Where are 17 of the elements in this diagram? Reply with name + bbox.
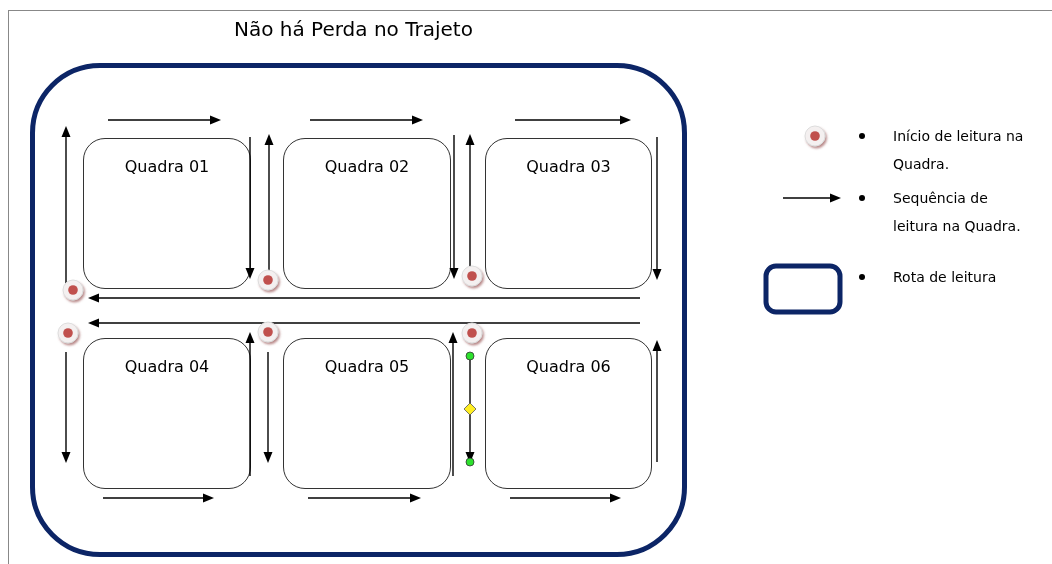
legend-text: Rota de leitura [893,268,998,287]
block-label: Quadra 04 [123,357,211,376]
route-frame [30,63,687,557]
block-box [485,338,652,489]
block-box [283,138,451,289]
block-box [485,138,652,289]
block-box [283,338,451,489]
block-box [83,338,251,489]
block-box [83,138,251,289]
diagram-title: Não há Perda no Trajeto [234,17,473,41]
block-label: Quadra 01 [123,157,211,176]
block-label: Quadra 02 [323,157,411,176]
legend-text: Início de leitura na Quadra. [893,127,1025,174]
block-label: Quadra 06 [525,357,612,376]
legend-text: Sequência de leitura na Quadra. [893,189,1022,236]
block-label: Quadra 03 [525,157,612,176]
block-label: Quadra 05 [323,357,411,376]
